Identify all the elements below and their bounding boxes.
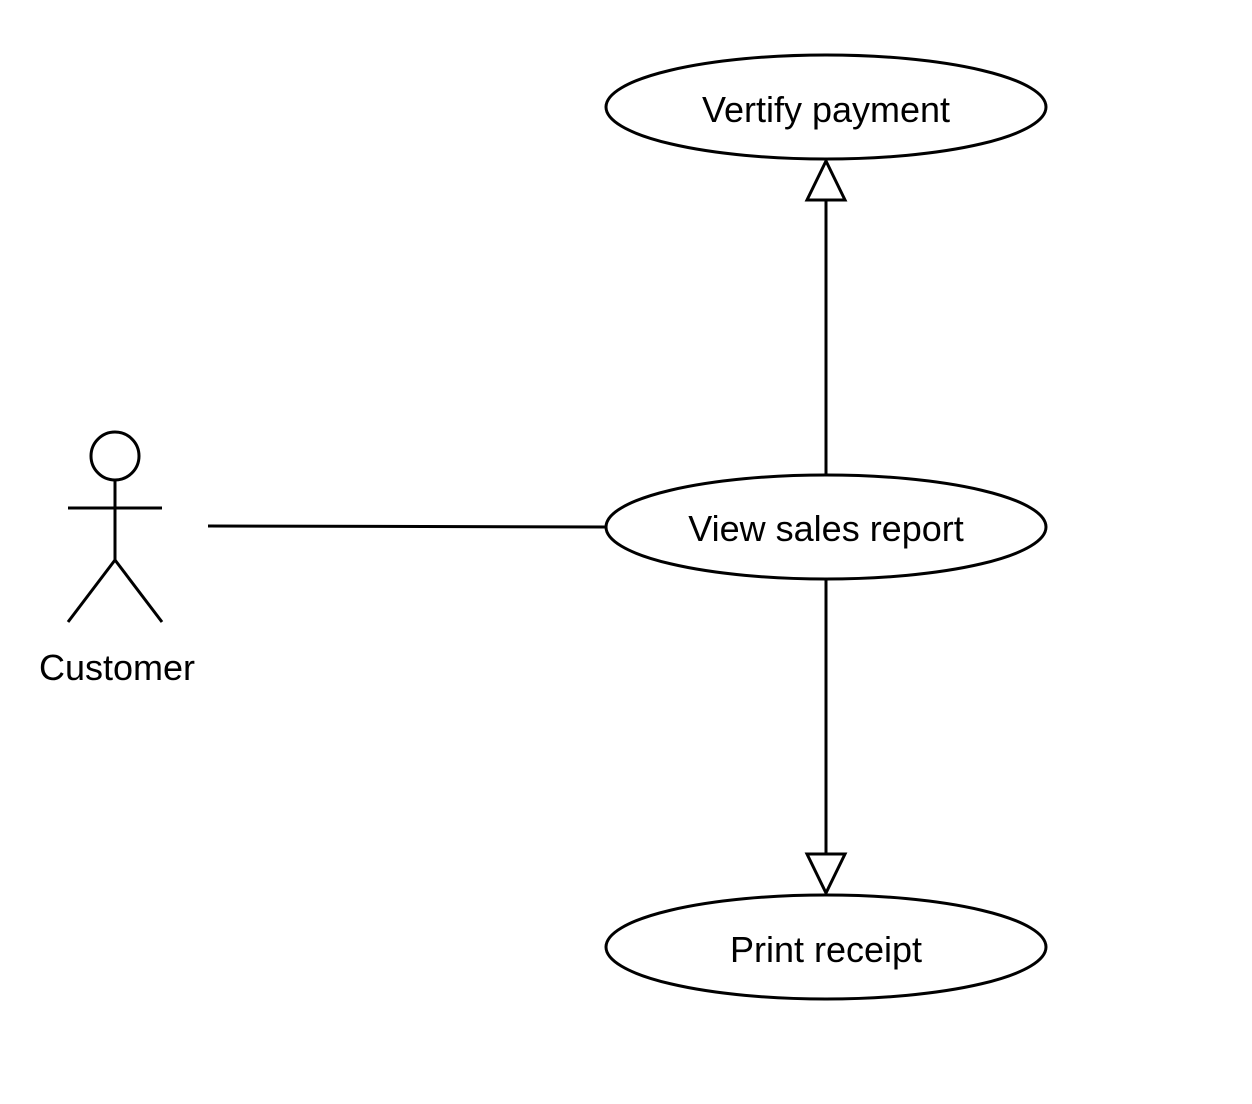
generalization-view-to-print (804, 579, 848, 897)
use-case-print-receipt[interactable]: Print receipt (604, 893, 1048, 1001)
use-case-label: Vertify payment (702, 89, 950, 130)
use-case-ellipse (604, 53, 1048, 161)
use-case-ellipse (604, 893, 1048, 1001)
generalization-arrowhead (804, 157, 848, 202)
use-case-verify-payment[interactable]: Vertify payment (604, 53, 1048, 161)
use-case-ellipse (604, 473, 1048, 581)
actor-label: Customer (39, 647, 195, 688)
generalization-arrowhead (804, 852, 848, 897)
actor-right-leg (113, 559, 164, 623)
actor-head (89, 430, 141, 482)
actor-customer[interactable]: Customer (39, 430, 195, 688)
association-customer-view-sales-report (207, 524, 608, 529)
actor-left-leg (66, 559, 117, 623)
use-case-label: View sales report (688, 508, 963, 549)
generalization-view-to-verify (804, 157, 848, 475)
use-case-label: Print receipt (730, 929, 922, 970)
use-case-view-sales-report[interactable]: View sales report (604, 473, 1048, 581)
